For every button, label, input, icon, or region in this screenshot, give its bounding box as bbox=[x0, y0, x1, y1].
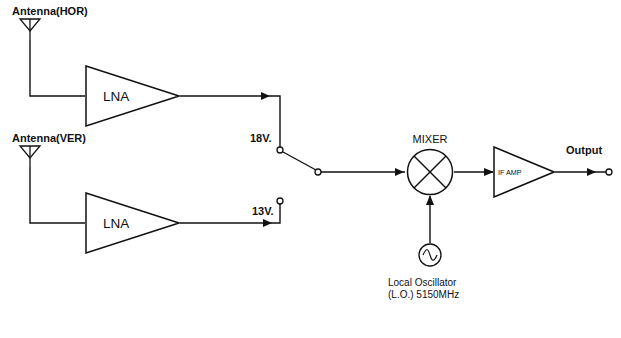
oscillator-label: Local Oscillator (L.O.) 5150MHz bbox=[388, 277, 472, 301]
antenna-label: Antenna(HOR) bbox=[12, 4, 88, 18]
signal-line bbox=[454, 171, 493, 172]
antenna-symbol bbox=[18, 145, 42, 167]
triangle-outline bbox=[85, 192, 180, 254]
switch-pivot bbox=[315, 169, 321, 175]
voltage-label: 18V. bbox=[249, 132, 273, 144]
antenna: Antenna(VER) bbox=[12, 131, 86, 167]
text-wrap: IF AMP bbox=[493, 146, 555, 198]
arrowhead bbox=[261, 92, 270, 100]
arrowhead bbox=[263, 219, 272, 227]
signal-line bbox=[429, 196, 430, 243]
output-label: Output bbox=[565, 144, 603, 156]
amplifier-triangle: LNA bbox=[85, 192, 180, 254]
text-wrap: LNA bbox=[85, 65, 180, 127]
switch-contact bbox=[277, 147, 283, 153]
triangle-outline bbox=[85, 65, 180, 127]
local-oscillator: Local Oscillator (L.O.) 5150MHz bbox=[388, 243, 472, 301]
wire bbox=[321, 171, 405, 172]
amplifier-label: LNA bbox=[103, 216, 180, 231]
amplifier-label: LNA bbox=[103, 89, 180, 104]
voltage-label: 13V. bbox=[251, 205, 275, 217]
signal-line bbox=[30, 40, 85, 96]
if-amplifier: IF AMP bbox=[493, 146, 555, 198]
arrowhead bbox=[395, 168, 404, 176]
switch-arm bbox=[283, 152, 316, 170]
mixer-label: MIXER bbox=[400, 132, 460, 146]
amplifier-triangle: LNA bbox=[85, 65, 180, 127]
amplifier-label: IF AMP bbox=[498, 168, 555, 177]
wire bbox=[555, 171, 606, 172]
antenna-symbol bbox=[18, 18, 42, 40]
antenna-label: Antenna(VER) bbox=[12, 131, 86, 145]
antenna: Antenna(HOR) bbox=[12, 4, 88, 40]
mixer-symbol bbox=[406, 148, 454, 196]
switch-contact bbox=[277, 198, 283, 204]
oscillator-symbol bbox=[418, 243, 442, 267]
signal-line bbox=[30, 167, 85, 223]
output-terminal bbox=[606, 169, 612, 175]
wire bbox=[180, 96, 280, 147]
text-wrap: LNA bbox=[85, 192, 180, 254]
mixer: MIXER bbox=[400, 132, 460, 196]
arrowhead bbox=[587, 168, 596, 176]
